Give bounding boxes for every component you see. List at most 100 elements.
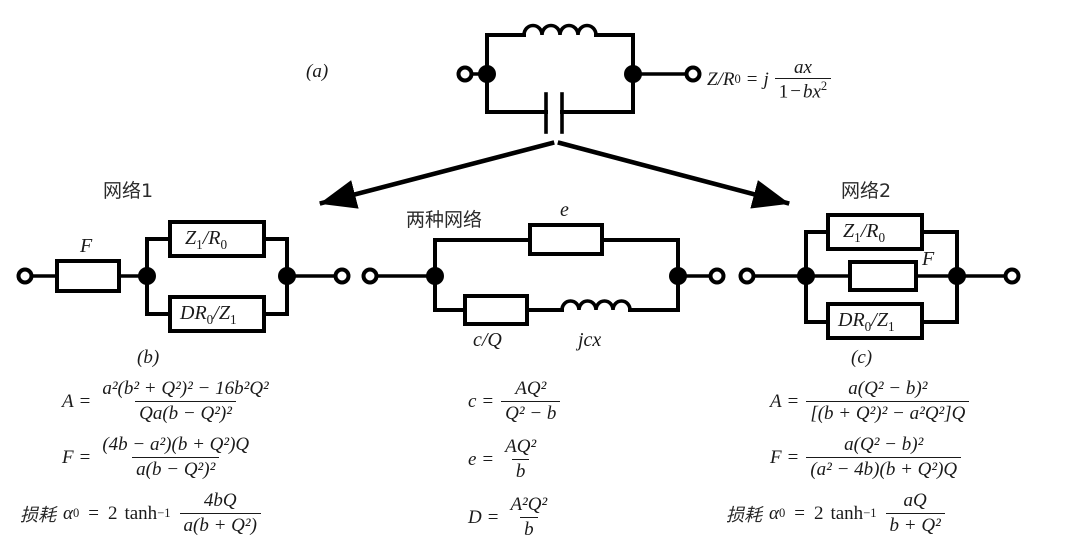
middle-inductor-label: jcx	[578, 329, 602, 351]
mfc-lhs: c	[468, 390, 477, 412]
mfc-den: Q² − b	[501, 401, 561, 425]
lfa-fn-exp: −1	[157, 506, 171, 520]
rfa-lhs: α	[769, 502, 779, 524]
lfa-eq: =	[88, 502, 99, 524]
middle-formula-D: D = A²Q² b	[468, 494, 562, 541]
lfa-num: 4bQ	[203, 490, 237, 511]
rfa-fraction: aQ b + Q²	[885, 490, 945, 537]
lfA-den: Qa(b − Q²)²	[135, 401, 236, 425]
lfF-fraction: (4b − a²)(b + Q²)Q a(b − Q²)²	[98, 434, 253, 481]
mfe-den: b	[511, 459, 530, 483]
lfa-lhs: α	[63, 502, 73, 524]
lfA-num: a²(b² + Q²)² − 16b²Q²	[102, 378, 269, 399]
rlbl-r: /R	[860, 220, 879, 242]
rlbl-dr: DR	[838, 309, 865, 331]
rfF-num: a(Q² − b)²	[844, 434, 924, 455]
middle-formula-group: c = AQ² Q² − b e = AQ² b D = A²Q² b	[468, 378, 562, 541]
mfc-eq: =	[482, 390, 494, 412]
mfD-den: b	[520, 517, 538, 541]
rfa-eq: =	[794, 502, 805, 524]
rfA-fraction: a(Q² − b)² [(b + Q²)² − a²Q²]Q	[806, 378, 970, 425]
lfa-fn: tanh	[124, 502, 158, 524]
rfF-den: (a² − 4b)(b + Q²)Q	[806, 457, 962, 481]
rfa-loss-label: 损耗	[726, 504, 762, 526]
rfA-lhs: A	[770, 390, 782, 412]
lfF-lhs: F	[62, 446, 74, 468]
lfF-den: a(b − Q²)²	[132, 457, 220, 481]
lfF-eq: =	[79, 446, 91, 468]
middle-formula-c: c = AQ² Q² − b	[468, 378, 562, 425]
rfA-eq: =	[787, 390, 799, 412]
rfa-num: aQ	[903, 490, 927, 511]
impedance-lhs: Z/R	[707, 69, 735, 91]
mfD-num: A²Q²	[510, 494, 548, 515]
lfA-eq: =	[79, 390, 91, 412]
left-network-group	[28, 220, 339, 333]
lbl-r: /R	[202, 227, 221, 249]
rfF-fraction: a(Q² − b)² (a² − 4b)(b + Q²)Q	[806, 434, 962, 481]
lbl-dr: DR	[180, 302, 207, 324]
lfa-den: a(b + Q²)	[179, 513, 261, 537]
impedance-fraction: ax 1−bx2	[774, 58, 832, 103]
right-formula-group: A = a(Q² − b)² [(b + Q²)² − a²Q²]Q F = a…	[726, 378, 971, 537]
den-minus: −	[790, 81, 801, 103]
lfA-fraction: a²(b² + Q²)² − 16b²Q² Qa(b − Q²)²	[98, 378, 272, 425]
panel-label-a: (a)	[306, 61, 329, 82]
lbl-dr-sub: 0	[206, 312, 214, 327]
rfF-lhs: F	[770, 446, 782, 468]
left-branch-top-label: Z1/R0	[185, 228, 227, 251]
rfa-fn-exp: −1	[863, 506, 877, 520]
mfe-fraction: AQ² b	[501, 436, 540, 483]
mfD-eq: =	[487, 506, 499, 528]
rfa-coef: 2	[813, 502, 824, 524]
den-bx: bx	[802, 81, 821, 103]
lfA-lhs: A	[62, 390, 74, 412]
right-formula-A: A = a(Q² − b)² [(b + Q²)² − a²Q²]Q	[770, 378, 971, 425]
middle-network-title: 两种网络	[406, 209, 483, 231]
panel-label-c: (c)	[851, 347, 873, 368]
rfF-eq: =	[787, 446, 799, 468]
lbl-z2: /Z	[213, 302, 230, 324]
right-network-title: 网络2	[841, 180, 892, 202]
middle-branch-top-label: e	[560, 199, 569, 221]
den-one: 1	[778, 81, 789, 103]
rlbl-z2: /Z	[871, 309, 888, 331]
lfF-num: (4b − a²)(b + Q²)Q	[102, 434, 250, 455]
rfA-den: [(b + Q²)² − a²Q²]Q	[806, 401, 970, 425]
mfe-eq: =	[482, 448, 494, 470]
impedance-j: j	[763, 69, 769, 91]
den-bx-exp: 2	[820, 79, 828, 93]
open-terminals	[16, 65, 1021, 285]
lfa-fraction: 4bQ a(b + Q²)	[179, 490, 261, 537]
rlbl-dr-sub: 0	[864, 319, 872, 334]
mfD-fraction: A²Q² b	[506, 494, 551, 541]
left-formula-A: A = a²(b² + Q²)² − 16b²Q² Qa(b − Q²)²	[62, 378, 275, 425]
left-series-F-label: F	[80, 235, 93, 257]
lfa-lhs-sub: 0	[72, 506, 80, 520]
impedance-lhs-sub: 0	[734, 72, 741, 87]
right-branch-bottom-label: DR0/Z1	[838, 310, 895, 333]
mfe-lhs: e	[468, 448, 477, 470]
lbl-z: Z	[185, 227, 197, 249]
rlbl-z: Z	[843, 220, 855, 242]
panel-label-b: (b)	[137, 347, 160, 368]
impedance-denominator: 1−bx2	[774, 78, 832, 103]
rlbl-z-sub: 1	[854, 230, 861, 245]
right-formula-F: F = a(Q² − b)² (a² − 4b)(b + Q²)Q	[770, 434, 971, 481]
mfD-lhs: D	[468, 506, 482, 528]
left-network-title: 网络1	[103, 180, 154, 202]
rfa-lhs-sub: 0	[778, 506, 786, 520]
rfa-fn: tanh	[830, 502, 864, 524]
rfa-den: b + Q²	[885, 513, 945, 537]
lfa-loss-label: 损耗	[20, 504, 56, 526]
top-circuit-group	[468, 23, 690, 134]
mfc-fraction: AQ² Q² − b	[501, 378, 561, 425]
mfe-num: AQ²	[505, 436, 537, 457]
branch-arrows-group	[319, 140, 790, 209]
left-formula-group: A = a²(b² + Q²)² − 16b²Q² Qa(b − Q²)² F …	[20, 378, 275, 537]
